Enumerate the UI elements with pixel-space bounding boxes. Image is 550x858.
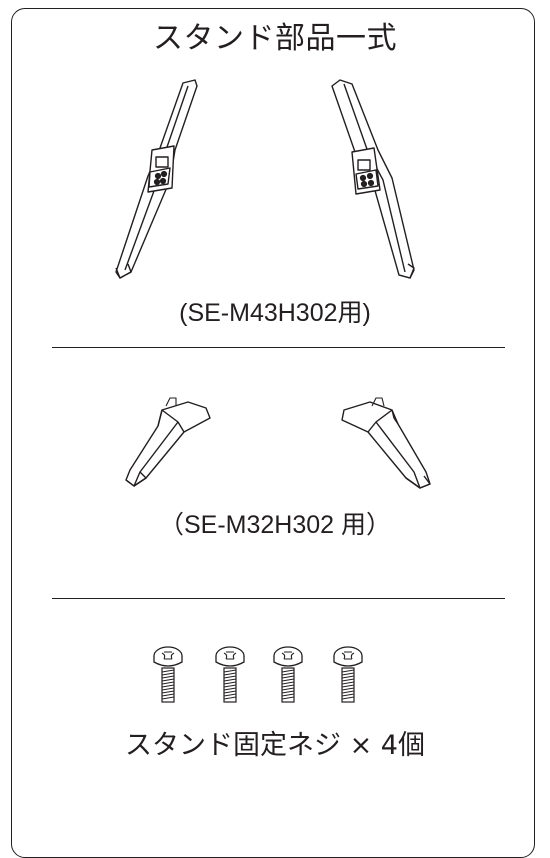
screw-icon — [333, 646, 363, 703]
stand-parts-title: スタンド部品一式 — [153, 21, 397, 56]
small-stand-model-label: （SE-M32H302 用） — [158, 511, 392, 539]
large-stand-left-illustration — [115, 79, 198, 279]
screw-icon — [215, 646, 245, 703]
small-stand-right-illustration — [341, 397, 431, 489]
large-stand-model-label: (SE-M43H302用) — [179, 299, 371, 327]
screw-icon — [153, 646, 183, 703]
stand-screws-label: スタンド固定ネジ × 4個 — [125, 730, 425, 761]
small-stand-left-illustration — [125, 397, 211, 487]
screw-icons — [153, 646, 363, 703]
screw-icon — [273, 646, 303, 703]
section-divider — [52, 598, 505, 599]
section-divider — [52, 347, 505, 348]
large-stand-right-illustration — [331, 79, 415, 279]
